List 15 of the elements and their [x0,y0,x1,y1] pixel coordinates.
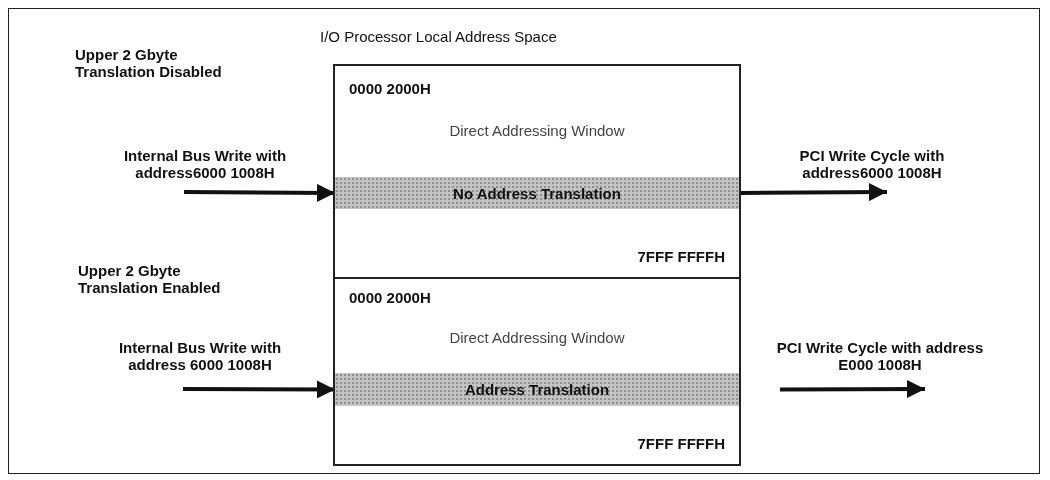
translation-band [335,177,739,209]
band-label: Address Translation [464,381,610,398]
translation-band [335,373,739,406]
address-label: 0000 2000H [349,80,431,97]
window-label: Direct Addressing Window [448,122,626,139]
diagram-title: I/O Processor Local Address Space [320,28,557,45]
mode-label: Upper 2 Gbyte Translation Enabled [78,262,222,296]
address-window-box [333,64,741,279]
address-label: 0000 2000H [349,289,431,306]
address-label: 7FFF FFFFH [637,248,725,265]
mode-label: Upper 2 Gbyte Translation Disabled [75,46,223,80]
band-label: No Address Translation [453,184,621,202]
address-window-box [333,277,741,466]
address-label: 7FFF FFFFH [637,435,725,452]
window-label: Direct Addressing Window [448,329,626,346]
